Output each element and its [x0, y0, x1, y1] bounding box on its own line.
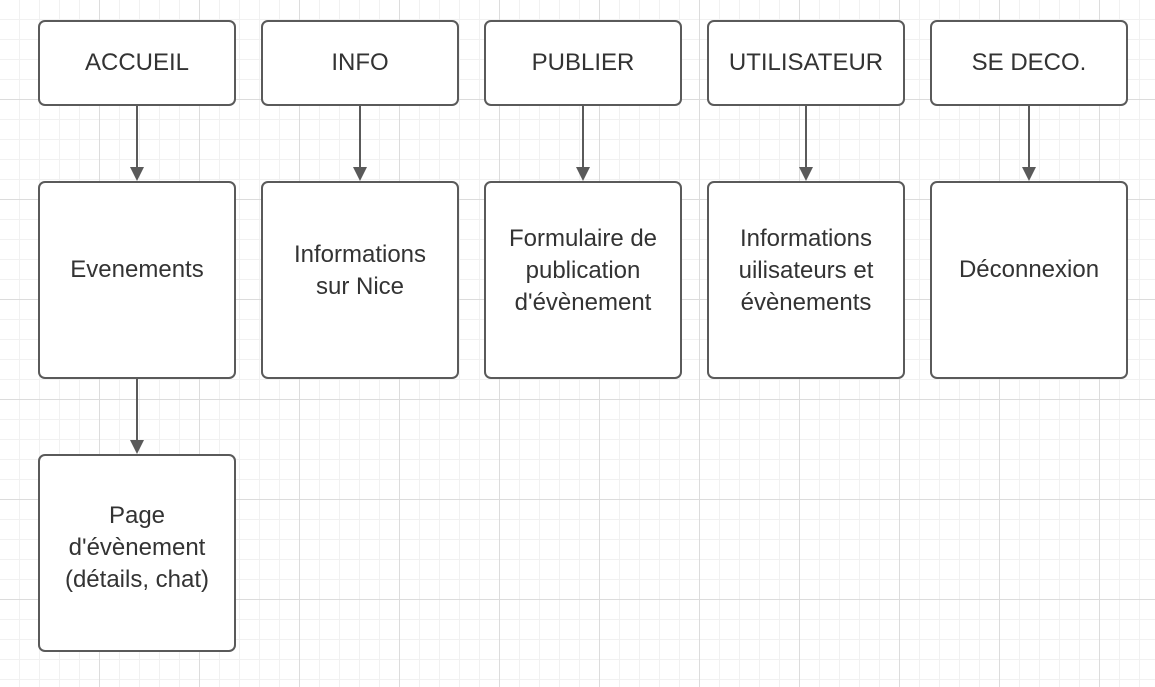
node-label: Informations sur Nice — [293, 241, 427, 300]
node-infos-utilisateurs: Informations uilisateurs et évènements — [707, 181, 905, 379]
node-label: Evenements — [70, 256, 204, 283]
node-label: Informations uilisateurs et évènements — [738, 225, 874, 316]
node-label: UTILISATEUR — [728, 49, 884, 76]
node-label: PUBLIER — [531, 49, 635, 76]
node-label: Déconnexion — [958, 256, 1100, 283]
node-formulaire-publication: Formulaire de publication d'évènement — [484, 181, 682, 379]
node-deconnexion: Déconnexion — [930, 181, 1128, 379]
node-publier: PUBLIER — [484, 20, 682, 106]
node-evenements: Evenements — [38, 181, 236, 379]
node-label: INFO — [331, 49, 389, 76]
node-informations-nice: Informations sur Nice — [261, 181, 459, 379]
node-se-deco: SE DECO. — [930, 20, 1128, 106]
node-info: INFO — [261, 20, 459, 106]
node-accueil: ACCUEIL — [38, 20, 236, 106]
node-utilisateur: UTILISATEUR — [707, 20, 905, 106]
node-page-evenement: Page d'évènement (détails, chat) — [38, 454, 236, 652]
node-label: Page d'évènement (détails, chat) — [64, 502, 210, 593]
node-label: Formulaire de publication d'évènement — [508, 225, 658, 316]
node-label: ACCUEIL — [84, 49, 190, 76]
node-label: SE DECO. — [971, 49, 1087, 76]
